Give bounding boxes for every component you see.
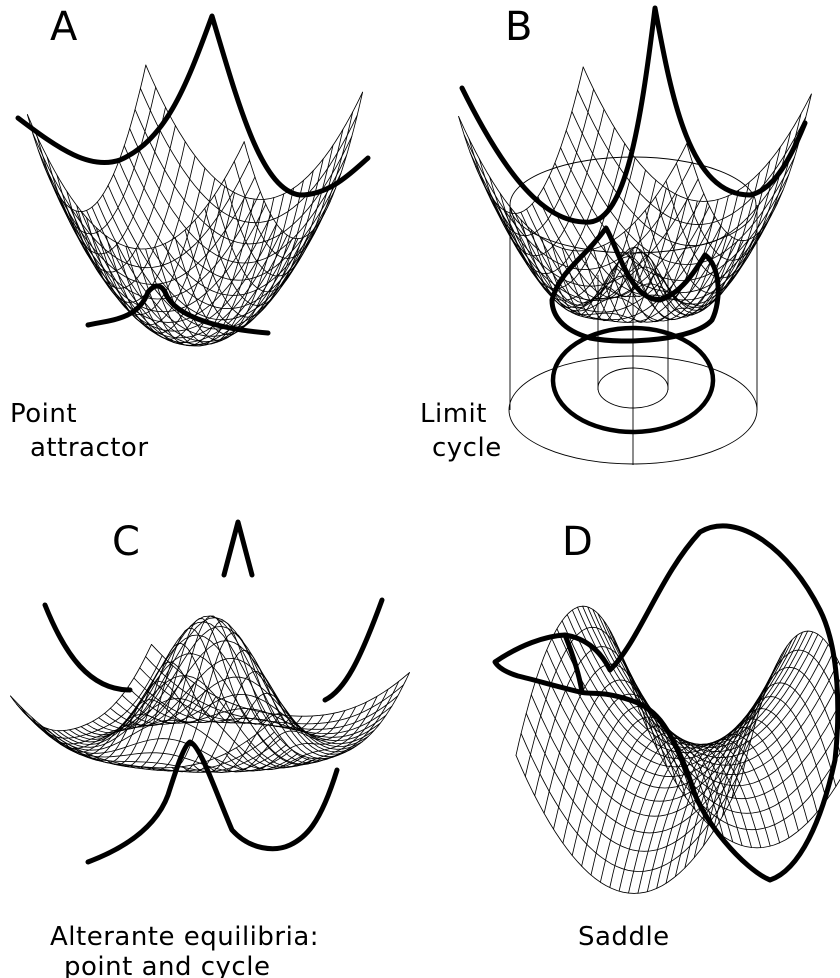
panel-c-peak-spike xyxy=(224,522,252,575)
mesh-line xyxy=(69,635,327,763)
panel-c-surface-mesh xyxy=(11,616,410,773)
mesh-line xyxy=(459,67,584,214)
panel-a-letter: A xyxy=(50,4,78,50)
mesh-line xyxy=(124,146,341,280)
panel-c-left-rim xyxy=(45,605,130,690)
panel-b-caption-line-1: Limit xyxy=(420,399,487,429)
mesh-line xyxy=(610,738,733,887)
mesh-line xyxy=(244,92,362,239)
panel-b: B Limit cycle xyxy=(420,4,811,465)
panel-b-projection-guides xyxy=(509,157,757,465)
mesh-line xyxy=(87,618,345,757)
mesh-line xyxy=(185,180,303,327)
mesh-line xyxy=(572,610,797,748)
mesh-line xyxy=(625,182,750,319)
mesh-line xyxy=(140,616,281,769)
mesh-line xyxy=(205,159,323,306)
panel-c: C Alterante equilibria: point and cycle xyxy=(11,519,410,978)
panel-c-right-rim xyxy=(325,600,382,700)
panel-a-caption-line-1: Point xyxy=(10,399,77,429)
panel-c-caption-line-1: Alterante equilibria: xyxy=(50,922,319,952)
mesh-line xyxy=(32,666,173,744)
mesh-line xyxy=(490,128,615,274)
panel-a-bowl-mesh xyxy=(27,65,362,346)
mesh-line xyxy=(57,126,175,273)
panel-c-caption-line-2: point and cycle xyxy=(64,952,270,978)
mesh-line xyxy=(645,161,770,306)
mesh-line xyxy=(521,733,746,871)
panel-d-caption-line-1: Saddle xyxy=(578,922,670,952)
mesh-line xyxy=(146,657,404,724)
mesh-line xyxy=(175,188,293,335)
panel-d-letter: D xyxy=(562,519,593,565)
panel-c-front-rim xyxy=(88,742,337,862)
mesh-line xyxy=(75,622,333,761)
mesh-line xyxy=(582,717,705,866)
panel-a: A Point attractor xyxy=(10,4,368,463)
mesh-line xyxy=(22,711,280,773)
panel-a-caption-line-2: attractor xyxy=(30,433,149,463)
panel-b-caption-line-2: cycle xyxy=(432,433,502,463)
mesh-line xyxy=(561,148,789,281)
mesh-line xyxy=(516,755,741,893)
mesh-line xyxy=(542,663,767,801)
mesh-line xyxy=(47,107,165,254)
mesh-line xyxy=(479,109,604,255)
panel-d: D Saddle xyxy=(495,519,840,952)
mesh-line xyxy=(535,647,658,796)
panel-c-letter: C xyxy=(112,519,140,565)
mesh-line xyxy=(666,734,789,883)
panel-b-letter: B xyxy=(505,4,532,50)
